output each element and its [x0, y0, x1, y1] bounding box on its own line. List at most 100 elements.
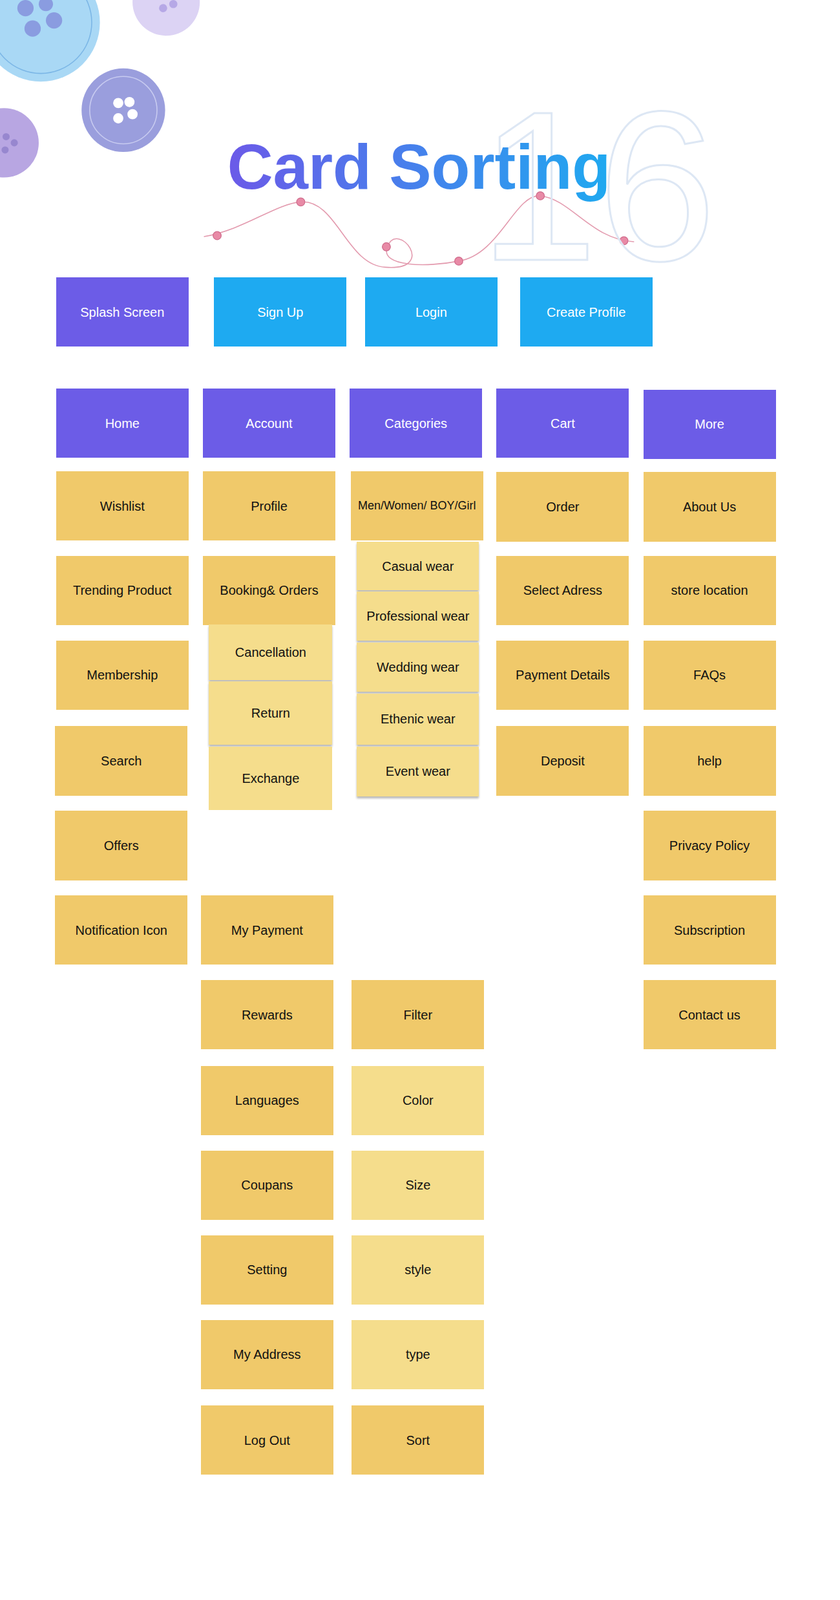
card-label: Deposit: [534, 752, 592, 769]
card-label: My Payment: [224, 922, 310, 938]
card-label: Login: [409, 304, 454, 320]
sort-card: Membership: [56, 640, 189, 710]
button-decoration: [0, 107, 39, 178]
card-label: Return: [244, 704, 297, 721]
category-header: Cart: [496, 388, 629, 458]
sort-card: Cancellation: [208, 624, 333, 681]
card-label: Ethenic wear: [374, 710, 462, 727]
sort-card: Color: [351, 1065, 484, 1135]
sort-card: Coupans: [200, 1150, 334, 1220]
sort-card: Professional wear: [356, 591, 479, 641]
sort-card: About Us: [643, 471, 777, 541]
card-label: Languages: [228, 1092, 306, 1108]
card-label: store location: [664, 582, 755, 598]
card-label: Cancellation: [228, 644, 313, 660]
sort-card: Search: [54, 725, 188, 795]
sort-card: Notification Icon: [54, 894, 188, 965]
sort-card: Event wear: [356, 746, 479, 797]
sort-card: Languages: [200, 1065, 334, 1135]
category-header: Home: [56, 388, 189, 458]
card-label: Search: [94, 752, 148, 769]
card-label: Subscription: [667, 922, 752, 938]
button-decoration: [81, 68, 165, 152]
sort-card: Log Out: [200, 1404, 334, 1474]
card-label: Order: [539, 498, 586, 515]
sort-card: Contact us: [643, 979, 777, 1049]
card-label: Cart: [544, 415, 582, 431]
card-label: Exchange: [235, 770, 306, 786]
card-label: Filter: [397, 1006, 439, 1023]
category-header: Splash Screen: [56, 277, 189, 347]
category-header: More: [643, 389, 777, 459]
sort-card: Profile: [202, 471, 336, 541]
card-label: Select Adress: [516, 582, 609, 598]
sort-card: help: [643, 725, 777, 795]
card-label: Membership: [80, 666, 165, 683]
sort-card: Subscription: [643, 894, 777, 965]
page-title: Card Sorting: [227, 130, 611, 204]
sort-card: My Address: [200, 1319, 334, 1389]
card-label: Size: [398, 1176, 437, 1193]
sort-card: Wishlist: [56, 471, 189, 541]
sort-card: Sort: [351, 1404, 484, 1474]
card-label: Sort: [399, 1431, 437, 1448]
category-header: Sign Up: [213, 277, 347, 347]
sort-card: FAQs: [643, 640, 777, 710]
card-label: Log Out: [237, 1431, 297, 1448]
sort-card: store location: [643, 555, 777, 625]
card-label: Wishlist: [93, 498, 152, 514]
sort-card: Offers: [54, 810, 188, 880]
card-label: Setting: [240, 1261, 294, 1277]
sort-card: Payment Details: [496, 640, 629, 710]
card-label: Booking& Orders: [213, 582, 325, 598]
sort-card: Trending Product: [56, 555, 189, 625]
sort-card: Deposit: [496, 725, 629, 795]
card-label: My Address: [226, 1345, 307, 1362]
sort-card: Ethenic wear: [356, 693, 479, 745]
sort-card: Exchange: [208, 746, 333, 810]
card-label: Color: [396, 1092, 441, 1108]
sort-card: Select Adress: [496, 555, 629, 625]
card-label: Wedding wear: [370, 659, 466, 675]
card-label: More: [688, 416, 731, 432]
category-header: Login: [365, 277, 498, 347]
category-header: Account: [202, 388, 336, 458]
card-label: Privacy Policy: [662, 837, 756, 853]
card-label: Casual wear: [375, 558, 461, 574]
button-ring: [0, 0, 92, 74]
card-label: Sign Up: [250, 304, 310, 320]
sort-card: style: [351, 1234, 484, 1304]
card-label: Event wear: [379, 763, 457, 779]
card-label: help: [690, 752, 729, 769]
button-decoration: [0, 0, 101, 82]
card-label: Account: [239, 415, 299, 431]
sort-card: Setting: [200, 1234, 334, 1304]
card-label: Profile: [244, 498, 294, 514]
category-header: Categories: [349, 388, 483, 458]
card-label: Rewards: [235, 1006, 300, 1023]
button-decoration: [132, 0, 200, 36]
sort-card: Privacy Policy: [643, 810, 777, 880]
card-label: Professional wear: [359, 608, 476, 624]
card-label: About Us: [676, 498, 743, 515]
card-label: type: [399, 1345, 437, 1362]
sort-card: Return: [208, 681, 333, 745]
sort-card: Booking& Orders: [202, 555, 336, 625]
card-label: FAQs: [686, 666, 733, 683]
category-header: Create Profile: [520, 277, 653, 347]
card-label: Contact us: [672, 1006, 747, 1023]
sort-card: Wedding wear: [356, 642, 479, 692]
card-label: Men/Women/ BOY/Girl: [351, 498, 483, 514]
sort-card: Size: [351, 1150, 484, 1220]
card-label: Coupans: [234, 1176, 300, 1193]
sort-card: type: [351, 1319, 484, 1389]
card-label: Create Profile: [540, 304, 632, 320]
sort-card: My Payment: [200, 894, 334, 965]
card-label: Categories: [378, 415, 454, 431]
card-label: Trending Product: [66, 582, 179, 598]
sort-card: Order: [496, 471, 629, 541]
card-label: Splash Screen: [73, 304, 171, 320]
sort-card: Casual wear: [356, 541, 479, 591]
card-label: Notification Icon: [69, 922, 174, 938]
card-label: style: [398, 1261, 438, 1277]
